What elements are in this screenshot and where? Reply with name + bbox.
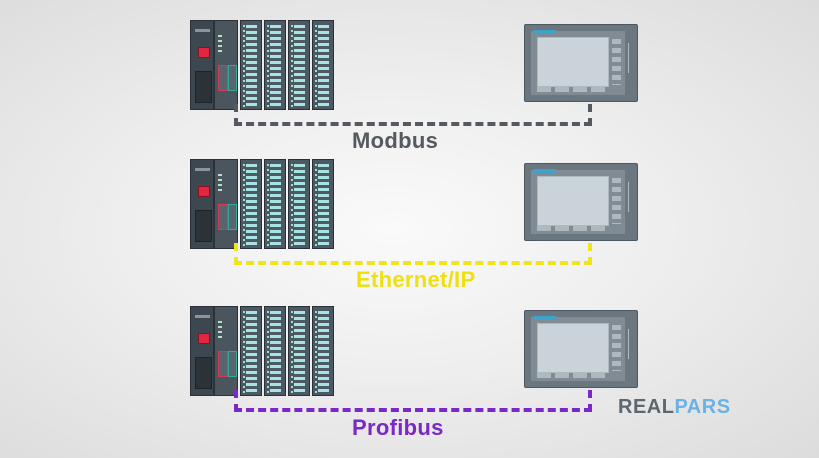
network-link-line: [234, 243, 592, 265]
plc-rack: [190, 306, 345, 396]
io-module: [312, 306, 334, 396]
status-led: [198, 47, 210, 58]
hmi-screen: [537, 176, 609, 226]
io-module: [312, 20, 334, 110]
touch-label: [628, 182, 635, 212]
hmi-panel: [524, 24, 638, 102]
cpu-module: [214, 306, 238, 396]
logo-part-pars: PARS: [674, 396, 731, 418]
io-module: [288, 159, 310, 249]
cpu-module: [214, 159, 238, 249]
network-label: Profibus: [352, 415, 444, 440]
cpu-module: [214, 20, 238, 110]
power-supply-module: [190, 306, 214, 396]
network-label: Modbus: [352, 128, 439, 153]
power-supply-module: [190, 20, 214, 110]
io-module: [264, 20, 286, 110]
touch-label: [628, 43, 635, 73]
hmi-screen: [537, 323, 609, 373]
status-led: [198, 333, 210, 344]
io-module: [240, 159, 262, 249]
io-module: [240, 306, 262, 396]
io-module: [264, 159, 286, 249]
network-link-line: [234, 390, 592, 412]
hmi-brand-logo: [534, 316, 556, 320]
io-module: [264, 306, 286, 396]
logo-part-real: REAL: [618, 396, 675, 418]
hmi-brand-logo: [534, 169, 556, 173]
plc-rack: [190, 159, 345, 249]
realpars-logo: REALPARS: [618, 396, 731, 419]
hmi-brand-logo: [534, 30, 556, 34]
io-module: [312, 159, 334, 249]
status-led: [198, 186, 210, 197]
touch-label: [628, 329, 635, 359]
network-link-line: [234, 104, 592, 126]
hmi-panel: [524, 310, 638, 388]
network-label: Ethernet/IP: [356, 267, 476, 292]
hmi-panel: [524, 163, 638, 241]
io-module: [288, 306, 310, 396]
io-module: [240, 20, 262, 110]
power-supply-module: [190, 159, 214, 249]
hmi-screen: [537, 37, 609, 87]
io-module: [288, 20, 310, 110]
plc-rack: [190, 20, 345, 110]
